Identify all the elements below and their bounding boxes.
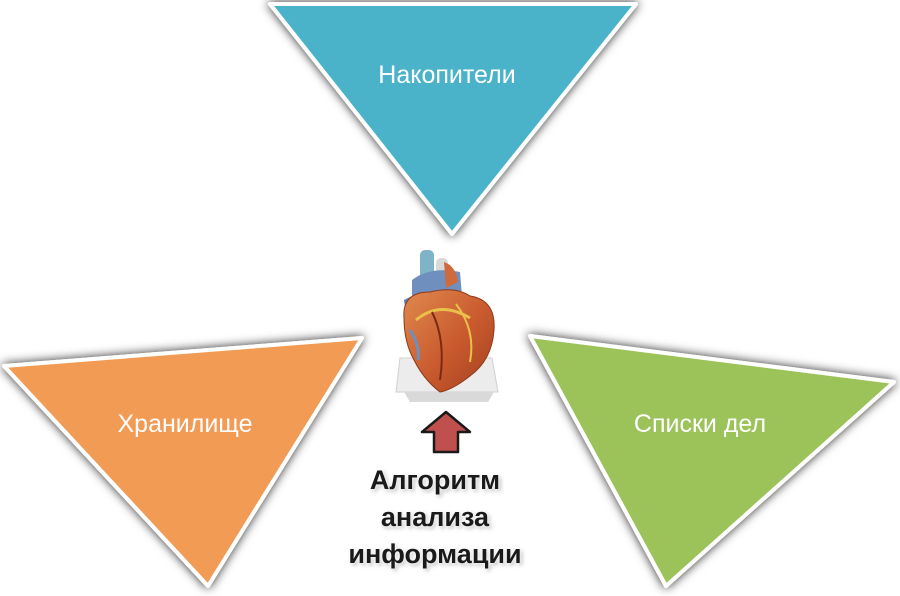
triangle-top-label: Накопители (378, 61, 515, 89)
algorithm-caption: Алгоритм анализа информации (330, 462, 540, 573)
triangle-left: Хранилище (2, 336, 364, 588)
algorithm-caption-line-3: информации (348, 539, 522, 569)
heart-model-image (395, 250, 499, 402)
triangle-right: Списки дел (528, 334, 896, 588)
algorithm-caption-line-1: Алгоритм (369, 465, 501, 495)
triangle-left-label: Хранилище (118, 410, 253, 438)
triangle-right-label: Списки дел (634, 410, 766, 438)
triangle-top: Накопители (268, 2, 638, 236)
up-arrow-icon (420, 410, 472, 454)
algorithm-caption-line-2: анализа (380, 502, 490, 532)
